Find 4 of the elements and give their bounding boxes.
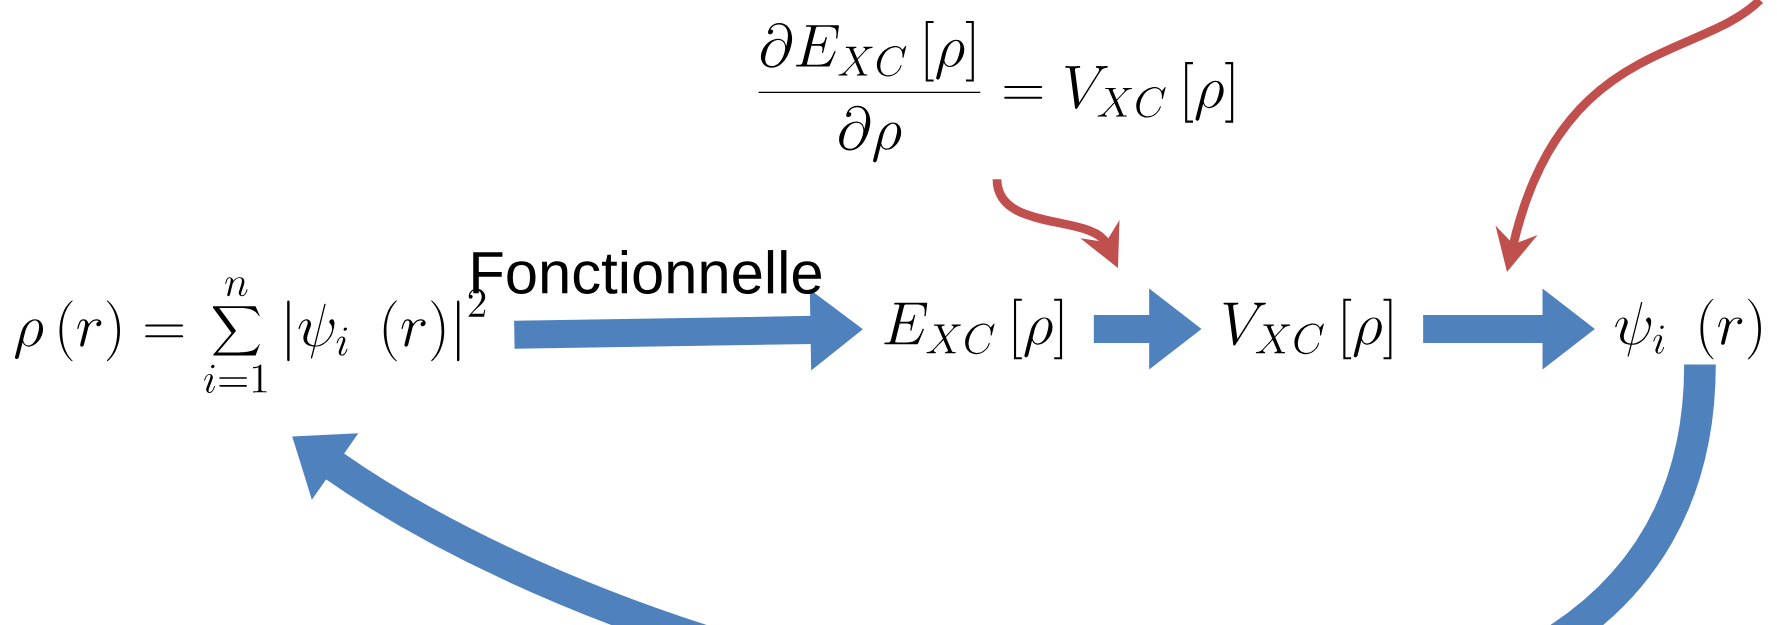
formula: $E_{XC}\left[\rho\right]$ [884,298,1063,360]
formula: $\frac{\partial E_{XC}\left[\rho\right]}{\partial\rho}=V_{XC}\left[\rho\right]$ [758,21,1234,163]
formula: $\psi_i\;\left(r\right)$ [1615,298,1761,360]
formula: $V_{XC}\left[\rho\right]$ [1223,298,1392,360]
